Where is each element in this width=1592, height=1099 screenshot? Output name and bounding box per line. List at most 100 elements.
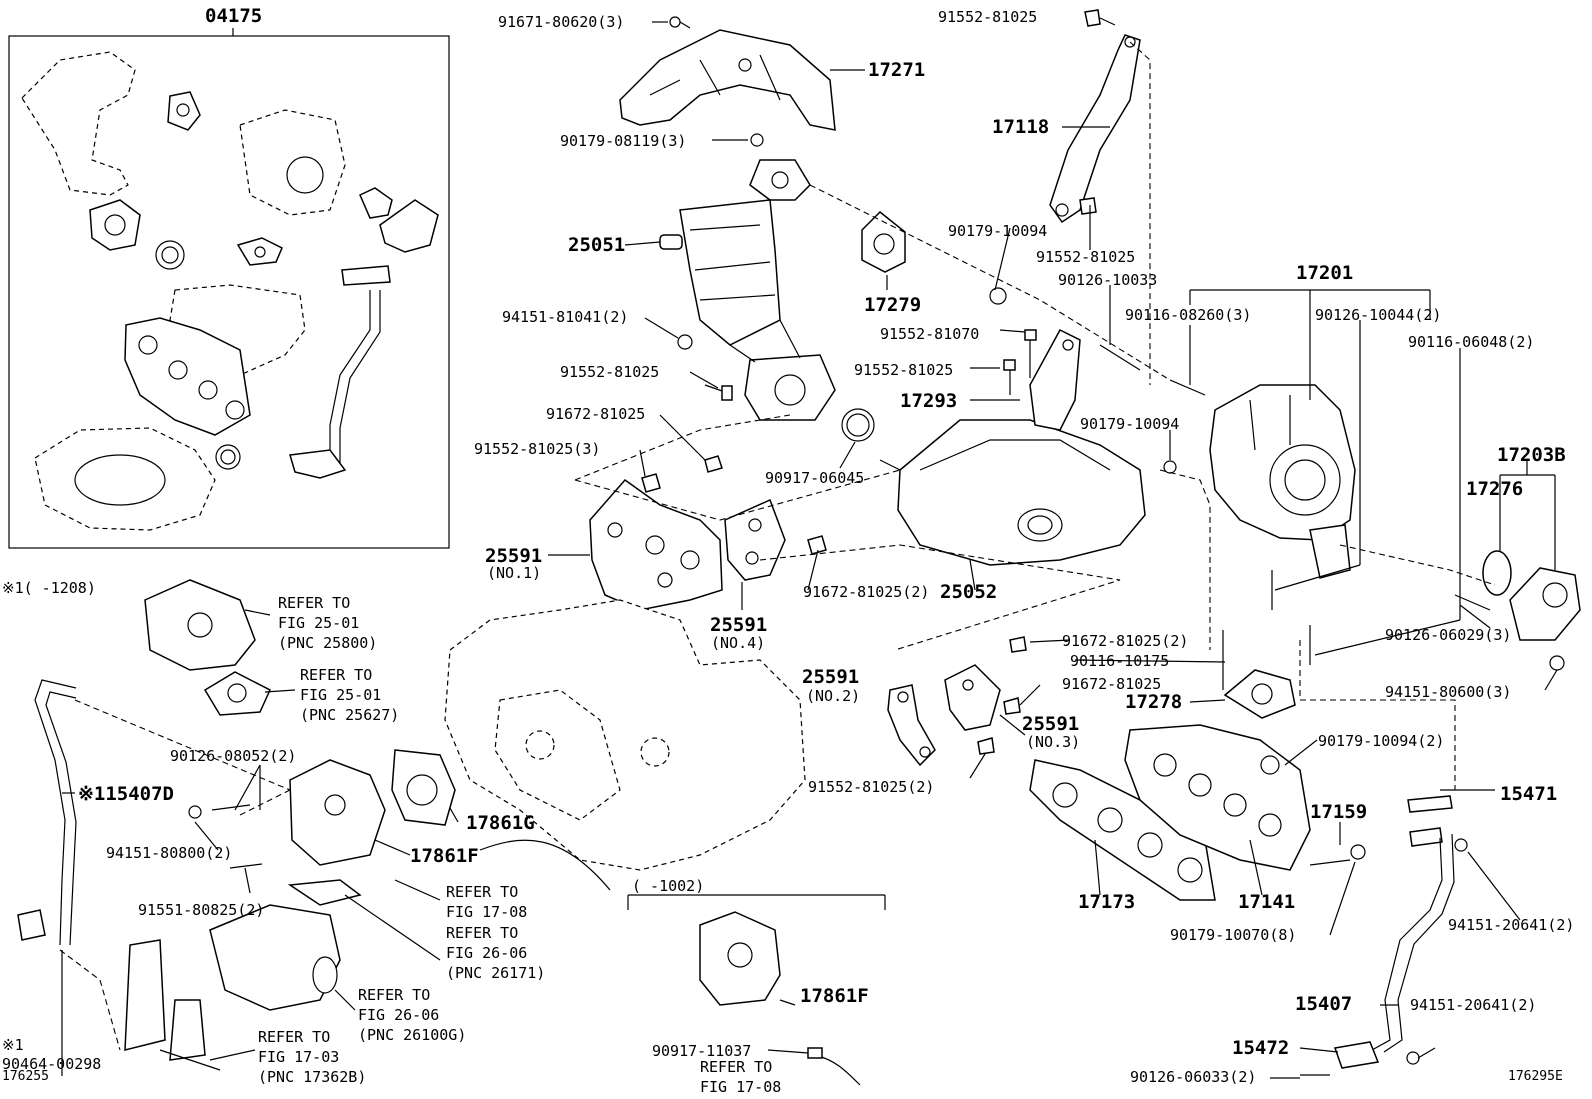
label-91552-81025-2: 91552-81025(2) [808, 778, 934, 796]
gasket-17173 [1029, 759, 1216, 901]
label-17201: 17201 [1296, 262, 1353, 284]
refer-a-line3: (PNC 25800) [278, 634, 377, 652]
exhaust-manifold-17141 [1124, 724, 1311, 871]
label-17271: 17271 [868, 59, 925, 81]
refer-f-line3: (PNC 17362B) [258, 1068, 366, 1086]
label-17203B: 17203B [1497, 444, 1566, 466]
label-94151-80800: 94151-80800(2) [106, 844, 232, 862]
bracket-25591-no1 [589, 478, 723, 611]
label-90126-10044: 90126-10044(2) [1315, 306, 1441, 324]
refer-e-line2: FIG 26-06 [358, 1006, 439, 1024]
refer-b-line3: (PNC 25627) [300, 706, 399, 724]
label-94151-20641-b: 94151-20641(2) [1410, 996, 1536, 1014]
label-90126-06029: 90126-06029(3) [1385, 626, 1511, 644]
refer-d-line1: REFER TO [446, 924, 518, 942]
label-90126-06033: 90126-06033(2) [1130, 1068, 1256, 1086]
label-91552-81025-3: 91552-81025(3) [474, 440, 600, 458]
refer-e-line1: REFER TO [358, 986, 430, 1004]
egr-valve-17861F [188, 759, 386, 869]
refer-e-line3: (PNC 26100G) [358, 1026, 466, 1044]
label-note-1002: ( -1002) [632, 877, 704, 895]
refer-c-line2: FIG 17-08 [446, 903, 527, 921]
label-note1-mark: ※1 [2, 1036, 24, 1054]
label-no4: (NO.4) [711, 634, 765, 652]
label-91552-81070: 91552-81070 [880, 325, 979, 343]
hose-15407D [17, 679, 77, 946]
label-90179-10094-2: 90179-10094(2) [1318, 732, 1444, 750]
label-91672-81025-2a: 91672-81025(2) [803, 583, 929, 601]
label-25051: 25051 [568, 234, 625, 256]
cylinder-head [444, 599, 806, 871]
label-90126-08052: 90126-08052(2) [170, 747, 296, 765]
label-90179-08119: 90179-08119(3) [560, 132, 686, 150]
label-90917-11037: 90917-11037 [652, 1042, 751, 1060]
label-17118: 17118 [992, 116, 1049, 138]
label-17279: 17279 [864, 294, 921, 316]
label-25591-no3: 25591 [1022, 713, 1079, 735]
label-90917-06045: 90917-06045 [765, 469, 864, 487]
label-94151-20641-a: 94151-20641(2) [1448, 916, 1574, 934]
manifold-hardware [1309, 844, 1366, 866]
bracket-25591-no3 [944, 636, 1027, 755]
label-17293: 17293 [900, 390, 957, 412]
label-17861G: 17861G [466, 812, 535, 834]
label-17173: 17173 [1078, 891, 1135, 913]
label-94151-81041: 94151-81041(2) [502, 308, 628, 326]
studs-and-gasket-17278 [1222, 570, 1311, 719]
refer-c-line1: REFER TO [446, 883, 518, 901]
label-90116-08260: 90116-08260(3) [1125, 306, 1251, 324]
hardware-nuts-bolts [641, 334, 875, 555]
catalytic-converter-25051 [659, 159, 836, 421]
label-91672-81025-a: 91672-81025 [546, 405, 645, 423]
label-90116-10175: 90116-10175 [1070, 652, 1169, 670]
stay-17118 [989, 9, 1141, 305]
egr-reference-parts [144, 579, 271, 716]
label-15407D: ※115407D [78, 783, 174, 805]
label-15407: 15407 [1295, 993, 1352, 1015]
label-17278: 17278 [1125, 691, 1182, 713]
label-17159: 17159 [1310, 801, 1367, 823]
refer-b-line2: FIG 25-01 [300, 686, 381, 704]
label-91552-81025-a: 91552-81025 [560, 363, 659, 381]
variant-box-1002 [627, 894, 886, 1086]
refer-d-line3: (PNC 26171) [446, 964, 545, 982]
refer-f-line1: REFER TO [258, 1028, 330, 1046]
label-25591-no2: 25591 [802, 666, 859, 688]
refer-g-line2: FIG 17-08 [700, 1078, 781, 1096]
water-outlet-parts [124, 879, 362, 1071]
gasket-17279 [861, 210, 906, 273]
oil-pipe-15407 [1300, 795, 1468, 1076]
label-94151-80600: 94151-80600(3) [1385, 683, 1511, 701]
elbow-17203B [1454, 550, 1581, 671]
label-91671-80620: 91671-80620(3) [498, 13, 624, 31]
turbocharger-17201 [1163, 379, 1356, 579]
label-25591-no4: 25591 [710, 614, 767, 636]
callout-labels: 91671-80620(3) 17271 90179-08119(3) 2505… [2, 8, 1574, 1096]
leader-lines [61, 21, 1558, 1079]
diagram-id-right: 176295E [1508, 1069, 1563, 1084]
label-no2: (NO.2) [806, 687, 860, 705]
label-25052: 25052 [940, 581, 997, 603]
label-17861F-a: 17861F [410, 845, 479, 867]
label-90179-10094-b: 90179-10094 [1080, 415, 1179, 433]
label-91672-81025-b: 91672-81025 [1062, 675, 1161, 693]
bracket-25591-no2 [887, 684, 936, 767]
label-no1: (NO.1) [487, 564, 541, 582]
label-90126-10033: 90126-10033 [1058, 271, 1157, 289]
label-91551-80825: 91551-80825(2) [138, 901, 264, 919]
arrow-curve [479, 839, 611, 891]
assembly-lines [59, 41, 1496, 1051]
kit-number: 04175 [205, 5, 262, 27]
refer-d-line2: FIG 26-06 [446, 944, 527, 962]
label-no3: (NO.3) [1026, 733, 1080, 751]
label-90179-10094-a: 90179-10094 [948, 222, 1047, 240]
label-91552-81025-c: 91552-81025 [854, 361, 953, 379]
bracket-25591-no4 [724, 498, 786, 581]
label-25591-no1: 25591 [485, 545, 542, 567]
label-15472: 15472 [1232, 1037, 1289, 1059]
label-90179-10070: 90179-10070(8) [1170, 926, 1296, 944]
label-17141: 17141 [1238, 891, 1295, 913]
refer-g-line1: REFER TO [700, 1058, 772, 1076]
label-90464-00298: 90464-00298 [2, 1055, 101, 1073]
catalytic-converter-25052 [879, 419, 1146, 566]
